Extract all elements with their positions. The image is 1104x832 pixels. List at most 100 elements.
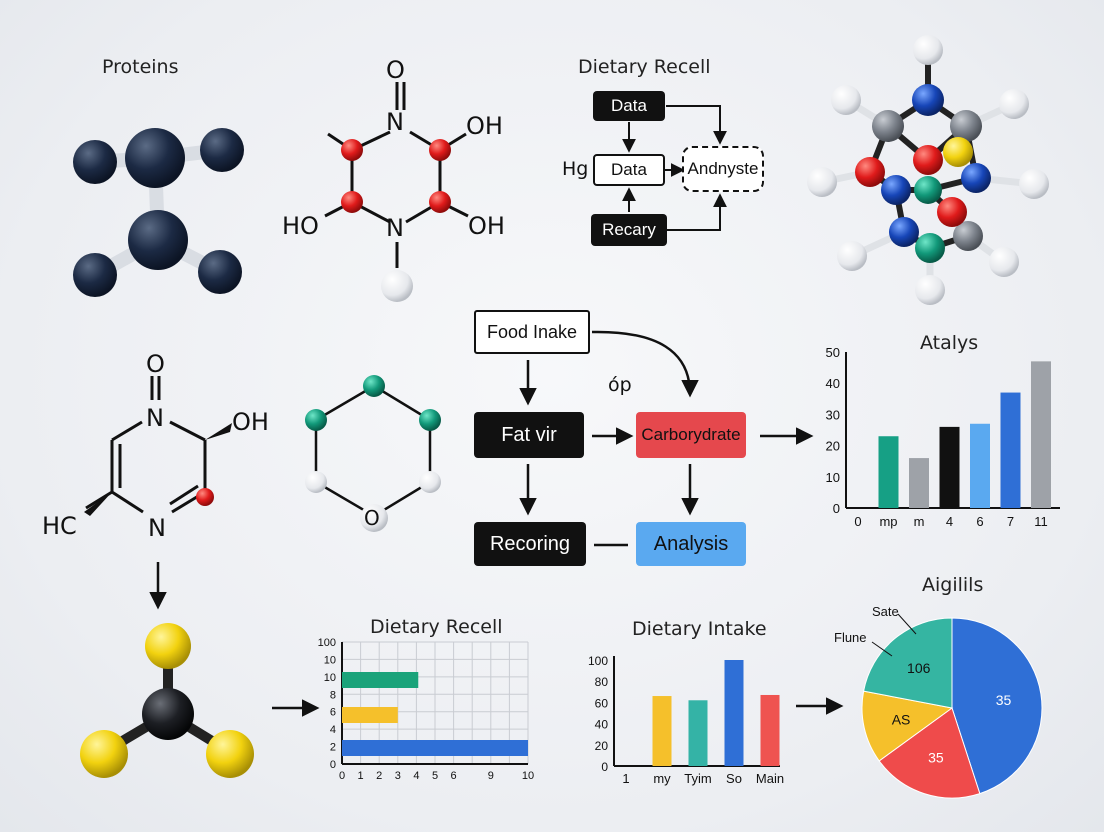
x-tick-label: 6 [451,770,457,782]
x-tick-label: Main [756,771,784,786]
slice-label: 106 [907,660,931,676]
atom-label: N [386,108,404,136]
bar [939,426,960,508]
recall-chart-title: Dietary Recell [370,616,503,638]
x-tick-label: 1 [358,770,364,782]
y-tick-label: 10 [826,470,840,485]
carbohydrate-box: Carborydrate [636,412,746,458]
bar [342,707,398,723]
recary-box: Recary [591,214,667,246]
x-tick-label: 10 [522,770,534,782]
atom-label: OH [232,408,269,436]
hexagon-molecule-top-atoms [341,139,451,302]
slice-label: 35 [928,750,944,766]
andnyste-box: Andnyste [682,146,764,192]
y-tick-label: 80 [595,675,609,689]
bar [760,694,780,766]
analysis-box: Analysis [636,522,746,566]
atom-label: O [364,506,380,530]
proteins-title: Proteins [102,56,179,78]
bar [652,696,672,766]
callout-label: Flune [834,630,867,645]
y-tick-label: 40 [595,718,609,732]
x-tick-label: m [914,514,925,529]
atom-label: N [146,404,164,432]
recall-top-title: Dietary Recell [578,56,711,78]
atom-label: O [386,56,405,84]
pie-slice [863,617,953,709]
y-tick-label: 8 [330,689,336,701]
analysis-chart-title: Atalys [920,332,979,354]
ring-molecule [305,375,441,532]
data-box: Data [593,91,665,121]
slice-label: AS [892,711,911,727]
x-tick-label: 4 [946,514,953,529]
y-tick-label: 10 [324,672,336,684]
op-label: óp [608,374,632,396]
x-tick-label: mp [879,514,897,529]
bar [970,423,990,508]
atom-label: OH [468,212,505,240]
y-tick-label: 40 [826,376,840,391]
bar [688,700,708,766]
atom-label: HC [42,512,77,540]
bar [1031,361,1051,508]
x-tick-label: 11 [1034,514,1048,529]
callout-line [871,641,893,657]
x-tick-label: 5 [432,770,438,782]
y-tick-label: 2 [330,742,336,754]
atom-red [196,488,214,506]
data-box-outline: Data [593,154,665,186]
pie-slice [951,617,1043,795]
bar [342,672,419,688]
intake-chart-title: Dietary Intake [632,618,767,640]
bar [342,740,528,756]
y-tick-label: 50 [826,345,840,360]
pie-chart-title: Aigilils [922,574,984,596]
pyrimidine-molecule [85,376,207,514]
pie-slice [878,707,981,799]
x-tick-label: 1 [622,771,629,786]
y-tick-label: 0 [833,501,840,516]
hg-label: Hg [562,158,589,180]
pie-slice [861,690,954,762]
x-tick-label: 9 [488,770,494,782]
trigonal-molecule [80,623,254,778]
slice-label: 35 [996,692,1012,708]
callout-line [897,613,917,635]
atom-label: HO [282,212,319,240]
atom-label: OH [466,112,503,140]
x-tick-label: 7 [1007,514,1014,529]
top-flow-connectors [622,105,727,231]
y-tick-label: 30 [826,407,840,422]
fat-box: Fat vir [474,412,584,458]
wedge-bond [84,492,112,516]
y-tick-label: 0 [601,760,608,774]
y-tick-label: 10 [324,654,336,666]
food-intake-box: Food Inake [474,310,590,354]
x-tick-label: 3 [395,770,401,782]
y-tick-label: 100 [588,654,608,668]
y-tick-label: 0 [330,759,336,771]
y-tick-label: 4 [330,724,336,736]
x-tick-label: 2 [376,770,382,782]
mid-flow-connectors [519,330,814,547]
atom-label: N [148,514,166,542]
bar [909,458,929,508]
x-tick-label: 4 [413,770,419,782]
x-tick-label: 0 [854,514,861,529]
x-tick-label: Tyim [684,771,711,786]
x-tick-label: So [726,771,742,786]
y-tick-label: 60 [595,696,609,710]
y-tick-label: 20 [826,439,840,454]
complex-molecule [807,35,1049,305]
bar [724,660,744,766]
protein-molecule [73,128,244,297]
y-tick-label: 20 [595,739,609,753]
x-tick-label: 0 [339,770,345,782]
recoring-box: Recoring [474,522,586,566]
